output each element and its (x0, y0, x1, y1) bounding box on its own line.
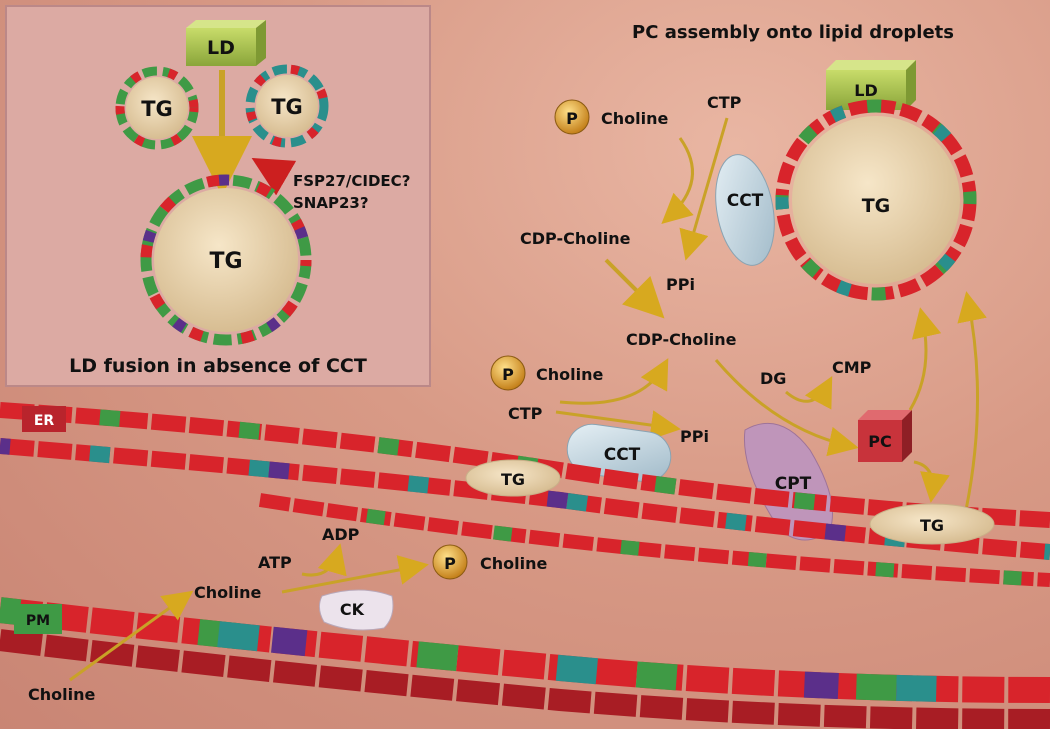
inset-tg-right-label: TG (271, 95, 303, 119)
inset-ld-label: LD (207, 37, 235, 59)
cdp-choline-upper: CDP-Choline (520, 229, 631, 248)
inset-candidate-arrow (251, 157, 297, 196)
cpt-label: CPT (775, 474, 812, 494)
phospho-label-cyto: P (444, 554, 456, 573)
choline-outside: Choline (28, 685, 95, 704)
arrow-choline-to-cdp-upper (661, 137, 694, 225)
arrow-choline-mid-to-cdp (559, 358, 669, 405)
inset-panel: LD TG TG FSP27/CIDEC? SNAP23? TG (5, 5, 431, 387)
cmp-label: CMP (832, 358, 872, 377)
phospho-label-mid: P (502, 365, 514, 384)
arrow-cdp-upper-to-center (604, 258, 665, 319)
ctp-upper: CTP (707, 93, 742, 112)
er-tg-label: TG (501, 470, 525, 489)
ppi-lower: PPi (680, 427, 709, 446)
inset-tg-droplet-left: TG (115, 66, 199, 150)
arrow-ctp-lower-to-ppi (555, 410, 681, 440)
inset-candidate-2: SNAP23? (293, 194, 369, 212)
choline-upper: Choline (601, 109, 668, 128)
cct-enzyme-upper: CCT (715, 154, 775, 266)
arrow-atp-to-adp (301, 543, 347, 577)
plasma-membrane (0, 597, 1050, 729)
inset-tg-left-label: TG (141, 97, 173, 121)
cdp-choline-center: CDP-Choline (626, 330, 737, 349)
arrow-dg-to-cmp (785, 376, 833, 410)
arrow-ck-reaction (281, 555, 429, 594)
main-tg-droplet: TG (775, 99, 977, 301)
phosphocholine-cyto: Choline (480, 554, 547, 573)
inset-tg-droplet-right: TG (245, 64, 329, 148)
ck-enzyme: CK (318, 589, 394, 631)
phospho-marker-upper: P (554, 99, 590, 135)
er-label: ER (34, 413, 55, 429)
er-membrane (0, 402, 1050, 587)
er-tg-droplet-right: TG (869, 503, 995, 545)
inset-tg-droplet-large: TG (140, 174, 312, 346)
phospho-marker-mid: P (490, 355, 526, 391)
arrow-pc-to-er-tg (913, 460, 950, 503)
choline-cyto: Choline (194, 583, 261, 602)
pm-label: PM (26, 613, 50, 629)
arrow-choline-transport (69, 590, 194, 682)
cct-lower-label: CCT (604, 445, 641, 465)
main-ld-label: LD (854, 81, 877, 100)
adp-label: ADP (322, 525, 360, 544)
inset-caption: LD fusion in absence of CCT (69, 355, 367, 377)
choline-mid: Choline (536, 365, 603, 384)
ck-label: CK (340, 600, 365, 619)
arrow-ctp-to-ppi-upper (679, 117, 729, 261)
ctp-lower: CTP (508, 404, 543, 423)
main-tg-label: TG (862, 195, 891, 217)
inset-tg-large-label: TG (209, 249, 242, 274)
phospho-marker-cyto: P (432, 544, 468, 580)
inset-candidate-1: FSP27/CIDEC? (293, 172, 410, 190)
atp-label: ATP (258, 553, 292, 572)
pc-box: PC (858, 410, 912, 462)
er-tg-droplet: TG (465, 459, 561, 497)
pm-label-box: PM (14, 604, 62, 634)
cct-upper-label: CCT (727, 191, 764, 211)
dg-label: DG (760, 369, 786, 388)
arrow-pc-to-ld (908, 307, 942, 411)
er-label-box: ER (22, 406, 66, 432)
arrow-er-tg-to-ld (957, 291, 987, 511)
diagram-title: PC assembly onto lipid droplets (632, 22, 954, 43)
pc-label: PC (868, 432, 891, 451)
inset-ld-box: LD (186, 20, 266, 66)
ppi-upper: PPi (666, 275, 695, 294)
er-tg-right-label: TG (920, 516, 944, 535)
phospho-label-upper: P (566, 109, 578, 128)
arrow-cdp-center-to-pc (714, 359, 859, 457)
